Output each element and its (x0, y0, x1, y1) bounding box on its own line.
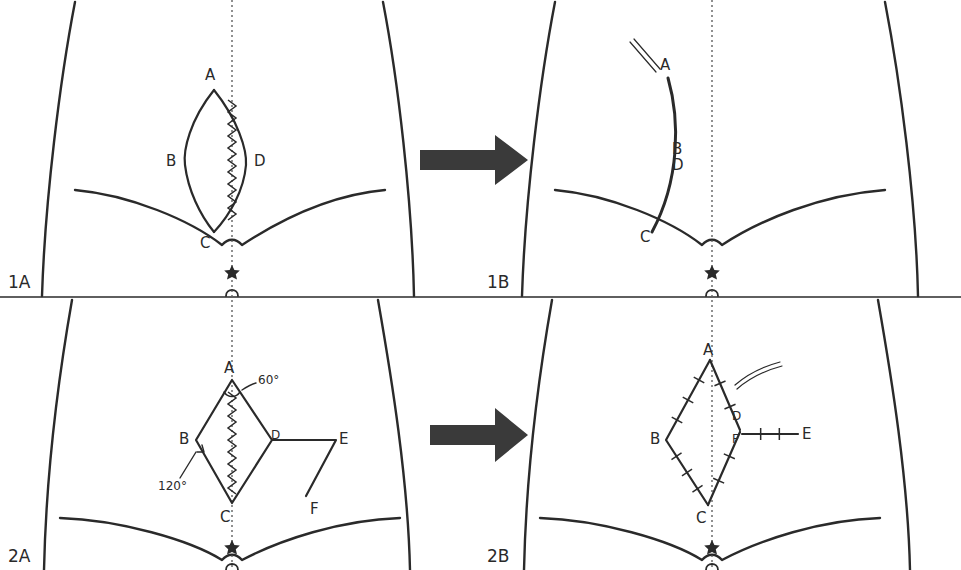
point-label: C (220, 510, 230, 525)
point-label: B (179, 432, 189, 447)
point-label: A (703, 343, 713, 358)
point-label: F (732, 433, 739, 445)
point-label: F (310, 502, 319, 517)
point-label: A (224, 361, 234, 376)
point-label: C (696, 511, 706, 526)
panel-label: 1B (487, 274, 509, 291)
point-label: D (254, 154, 266, 169)
panel-label: 1A (8, 274, 30, 291)
point-label: C (200, 236, 210, 251)
point-label: B (650, 432, 660, 447)
point-label: 120° (158, 480, 187, 492)
point-label: D (732, 410, 741, 422)
point-label: D (672, 158, 684, 173)
point-label: B (672, 142, 682, 157)
panel-label: 2B (487, 548, 509, 565)
point-label: B (166, 154, 176, 169)
point-label: E (802, 427, 811, 442)
point-label: C (640, 230, 650, 245)
point-label: A (660, 58, 670, 73)
point-label: A (205, 68, 215, 83)
panel-label: 2A (8, 548, 30, 565)
point-label: 60° (258, 374, 279, 386)
point-label: D (271, 429, 280, 441)
point-label: E (339, 432, 348, 447)
